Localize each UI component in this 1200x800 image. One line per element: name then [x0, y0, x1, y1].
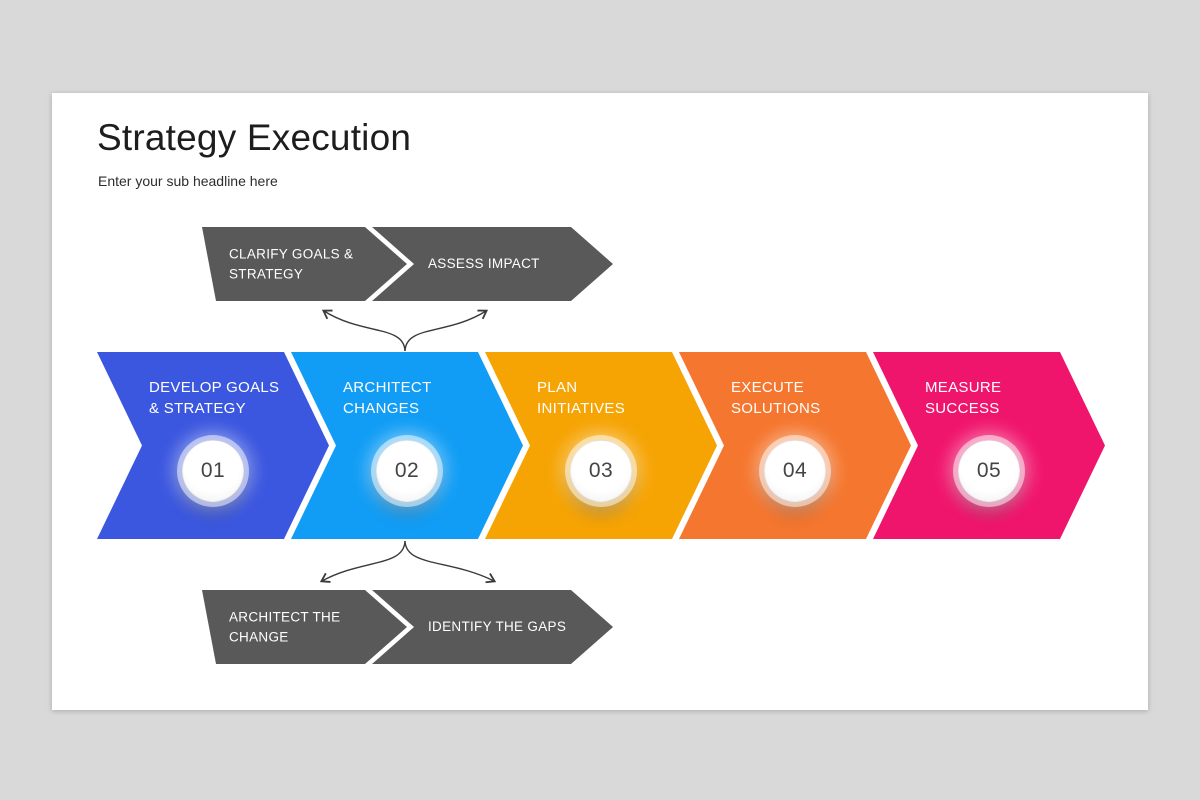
step-number-badge: 02	[376, 440, 438, 502]
connector-top-right	[404, 309, 489, 352]
callout-architect-the-change: ARCHITECT THE CHANGE	[202, 590, 407, 664]
step-number: 04	[782, 459, 808, 482]
callout-label: IDENTIFY THE GAPS	[428, 619, 567, 635]
step-chevron-1: DEVELOP GOALS & STRATEGY 01	[97, 352, 329, 539]
step-number-badge: 03	[570, 440, 632, 502]
slide-subtitle: Enter your sub headline here	[98, 173, 278, 189]
step-chevron-5: MEASURE SUCCESS 05	[873, 352, 1105, 539]
step-chevron-4: EXECUTE SOLUTIONS 04	[679, 352, 911, 539]
slide-title: Strategy Execution	[97, 117, 412, 158]
slide-canvas: Strategy Execution Enter your sub headli…	[52, 93, 1148, 710]
step-label: PLAN INITIATIVES	[537, 379, 626, 417]
step-number-badge: 01	[182, 440, 244, 502]
step-label: MEASURE SUCCESS	[925, 379, 1002, 417]
connector-bottom-right	[404, 540, 497, 584]
step-label: ARCHITECT CHANGES	[343, 379, 432, 417]
callout-label: CLARIFY GOALS & STRATEGY	[229, 246, 354, 281]
step-number: 03	[588, 459, 614, 482]
callout-label: ASSESS IMPACT	[428, 256, 540, 272]
step-number-badge: 04	[764, 440, 826, 502]
step-number-badge: 05	[958, 440, 1020, 502]
callout-label: ARCHITECT THE CHANGE	[229, 609, 341, 644]
callout-clarify-goals-strategy: CLARIFY GOALS & STRATEGY	[202, 227, 407, 301]
connector-top-left	[321, 309, 406, 352]
callout-identify-the-gaps: IDENTIFY THE GAPS	[372, 590, 613, 664]
step-number: 05	[976, 459, 1002, 482]
step-label: EXECUTE SOLUTIONS	[731, 379, 821, 417]
connector-bottom-left	[319, 540, 406, 583]
step-label: DEVELOP GOALS & STRATEGY	[149, 379, 280, 417]
step-number: 02	[394, 459, 420, 482]
step-number: 01	[200, 459, 226, 482]
callout-assess-impact: ASSESS IMPACT	[372, 227, 613, 301]
